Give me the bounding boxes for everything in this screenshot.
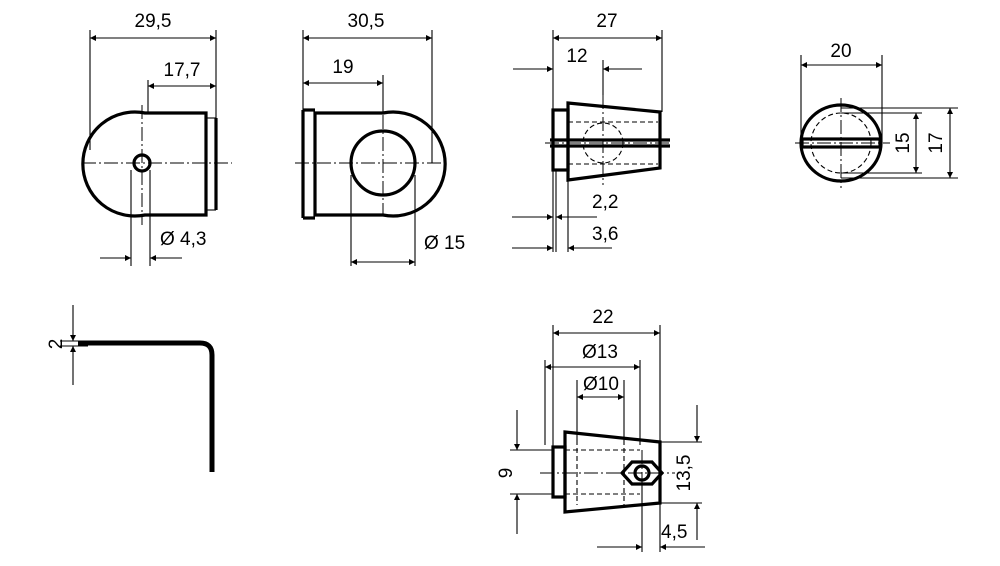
view-5-sheet <box>78 340 215 472</box>
dim-view1-hole-diameter: Ø 4,3 <box>160 229 206 250</box>
view-5-profile: 2 <box>46 305 215 472</box>
dim-view3-partial-width: 12 <box>566 46 587 67</box>
view-6-body <box>563 430 662 514</box>
dim-view2-partial-width: 19 <box>332 57 353 78</box>
dim-view3-thickness-1: 2,2 <box>592 192 618 213</box>
view-6-nut <box>619 460 665 486</box>
dim-view2-overall-width: 30,5 <box>348 11 385 32</box>
dim-view6-inner-diameter: Ø10 <box>583 374 619 395</box>
view-1-outline <box>81 110 208 218</box>
dim-view6-outer-diameter: Ø13 <box>582 342 618 363</box>
dim-view6-length: 22 <box>592 307 613 328</box>
dim-view4-width: 20 <box>830 41 851 62</box>
dim-view3-thickness-2: 3,6 <box>592 224 618 245</box>
dim-view5-thickness: 2 <box>46 339 67 350</box>
dim-view6-offset: 4,5 <box>661 522 687 543</box>
dim-view2-bore-diameter: Ø 15 <box>424 233 465 254</box>
dim-view6-height-right: 13,5 <box>674 455 695 492</box>
view-2-outline <box>313 110 447 218</box>
dim-view1-partial-width: 17,7 <box>164 60 201 81</box>
view-6-clamp: 22 Ø13 Ø10 9 13,5 4,5 <box>496 307 705 552</box>
view-6-flange <box>551 445 567 499</box>
dim-view4-height-inner: 15 <box>893 132 914 153</box>
dim-view1-overall-width: 29,5 <box>135 11 172 32</box>
view-2-side: 30,5 19 Ø 15 <box>295 11 465 266</box>
dim-view4-height-outer: 17 <box>926 132 947 153</box>
dim-view6-height-left: 9 <box>496 468 517 479</box>
view-1-side: 29,5 17,7 Ø 4,3 <box>81 11 232 266</box>
dim-view3-overall-width: 27 <box>596 11 617 32</box>
view-3-top: 27 12 2,2 3,6 <box>512 11 672 252</box>
view-4-end: 20 15 17 <box>795 41 958 188</box>
